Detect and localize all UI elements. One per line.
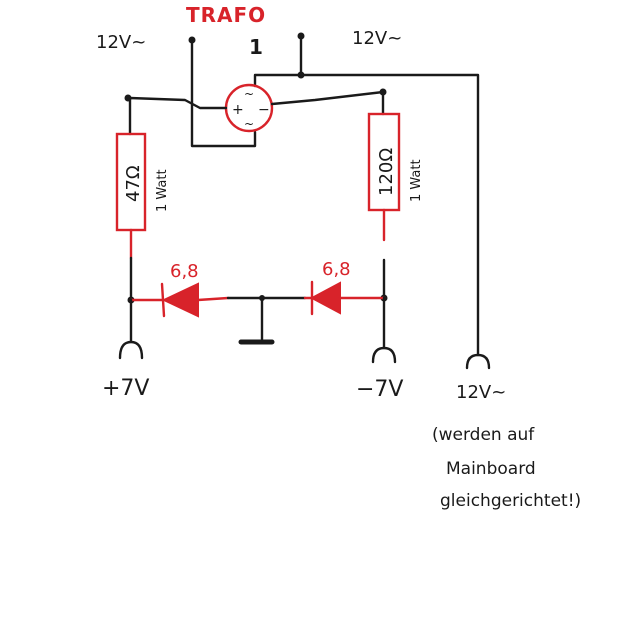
resistor-120-value: 120Ω xyxy=(376,148,397,196)
output-ac-label: 12V~ xyxy=(456,382,506,403)
bridge-ac-bottom: ~ xyxy=(244,117,254,131)
zener-left-body xyxy=(161,282,199,318)
bridge-ac-top: ~ xyxy=(244,87,254,101)
wire-plus-rail xyxy=(128,96,228,136)
wire-minus-rail xyxy=(270,90,385,116)
socket-plus-icon xyxy=(118,340,144,360)
output-plus-label: +7V xyxy=(102,376,149,401)
zener-right-body xyxy=(309,281,341,315)
resistor-120-rating: 1 Watt xyxy=(409,159,424,202)
title-trafo: TRAFO xyxy=(186,3,266,27)
note-line-3: gleichgerichtet!) xyxy=(440,491,581,511)
label-12v-ac-left: 12V~ xyxy=(96,32,146,53)
bridge-minus: − xyxy=(258,102,270,118)
socket-ac-icon xyxy=(465,353,491,370)
wire-zener-left-b xyxy=(196,296,230,302)
zener-right-label: 6,8 xyxy=(322,259,351,280)
bridge-plus: + xyxy=(232,102,244,118)
zener-left-label: 6,8 xyxy=(170,261,199,282)
note-line-2: Mainboard xyxy=(446,459,536,479)
note-line-1: (werden auf xyxy=(432,425,535,445)
resistor-47-value: 47Ω xyxy=(123,165,144,202)
transformer-marker: 1 xyxy=(249,35,263,59)
wire-ac-out xyxy=(253,73,480,357)
junction-minus xyxy=(379,88,387,96)
socket-minus-icon xyxy=(371,346,397,364)
zener-left-bar xyxy=(160,282,166,318)
resistor-47-rating: 1 Watt xyxy=(155,169,170,212)
junction-ac-top xyxy=(297,71,305,79)
label-12v-ac-right: 12V~ xyxy=(352,28,402,49)
output-minus-label: −7V xyxy=(356,377,403,402)
junction-plus xyxy=(124,94,132,102)
wire-left-ac xyxy=(190,38,257,148)
